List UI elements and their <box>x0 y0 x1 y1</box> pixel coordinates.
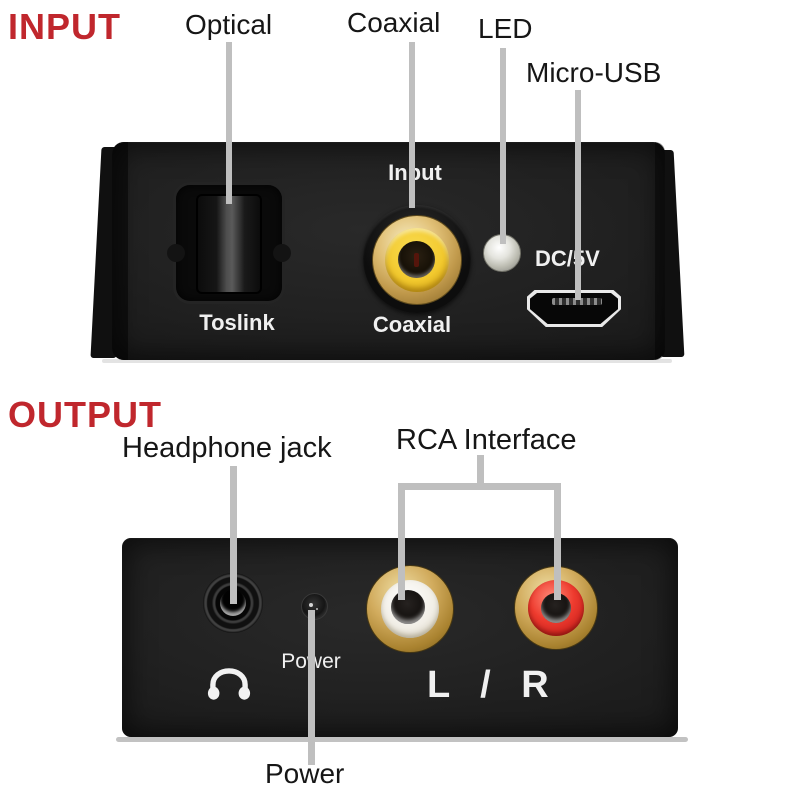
leader-line-optical <box>226 42 232 204</box>
input-heading: INPUT <box>8 6 121 47</box>
leader-line-coaxial <box>409 42 415 208</box>
leader-line-headphone <box>230 466 237 604</box>
callout-power: Power <box>265 758 345 789</box>
callout-micro-usb: Micro-USB <box>526 57 662 88</box>
micro-usb-port <box>527 290 621 327</box>
headphones-icon <box>207 668 251 700</box>
toslink-label: Toslink <box>199 310 275 335</box>
dc5v-label: DC/5V <box>535 246 600 271</box>
leader-line-power <box>308 610 315 765</box>
device-top-shadow <box>102 359 672 363</box>
toslink-right-notch <box>273 244 291 262</box>
micro-usb-cavity <box>530 293 618 324</box>
coaxial-label: Coaxial <box>372 312 452 337</box>
toslink-plug <box>196 194 262 294</box>
leader-line-micro-usb <box>575 90 581 300</box>
device-bottom-shadow <box>116 737 688 742</box>
callout-coaxial: Coaxial <box>347 7 441 38</box>
coaxial-jack-hole <box>398 241 435 278</box>
leader-line-rca-right <box>554 483 561 600</box>
channel-label: L / R <box>427 664 549 706</box>
input-device-panel: Toslink Input Coaxial DC/5V <box>112 142 665 360</box>
callout-led: LED <box>478 13 533 44</box>
coaxial-jack-pin <box>414 253 419 267</box>
toslink-left-notch <box>167 244 185 262</box>
callout-rca-interface: RCA Interface <box>396 424 577 456</box>
callout-headphone-jack: Headphone jack <box>122 432 332 464</box>
rca-left-hole <box>391 590 425 624</box>
leader-line-rca-left <box>398 483 405 600</box>
input-label: Input <box>388 160 442 185</box>
micro-usb-pins <box>552 298 602 305</box>
leader-line-rca-bar <box>398 483 561 490</box>
leader-line-rca-stem <box>477 455 484 487</box>
output-heading: OUTPUT <box>8 394 162 435</box>
callout-optical: Optical <box>185 9 273 40</box>
leader-line-led <box>500 48 506 244</box>
